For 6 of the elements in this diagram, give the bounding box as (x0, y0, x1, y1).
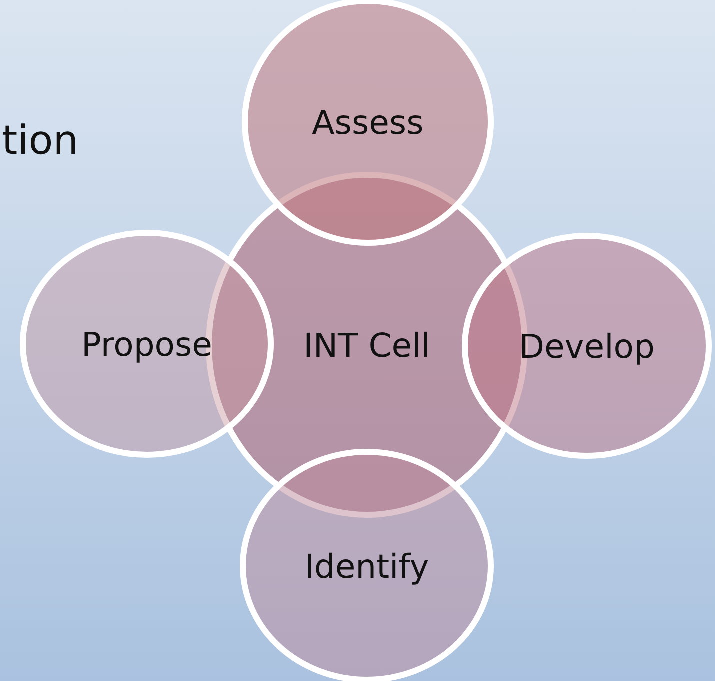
circle-label: INT Cell (304, 326, 430, 364)
circle-label: Develop (519, 326, 655, 366)
circle-label: Propose (82, 324, 212, 364)
circle-label: Identify (304, 546, 430, 586)
title-fragment: tion (2, 118, 79, 164)
circle-label: Assess (312, 102, 424, 142)
